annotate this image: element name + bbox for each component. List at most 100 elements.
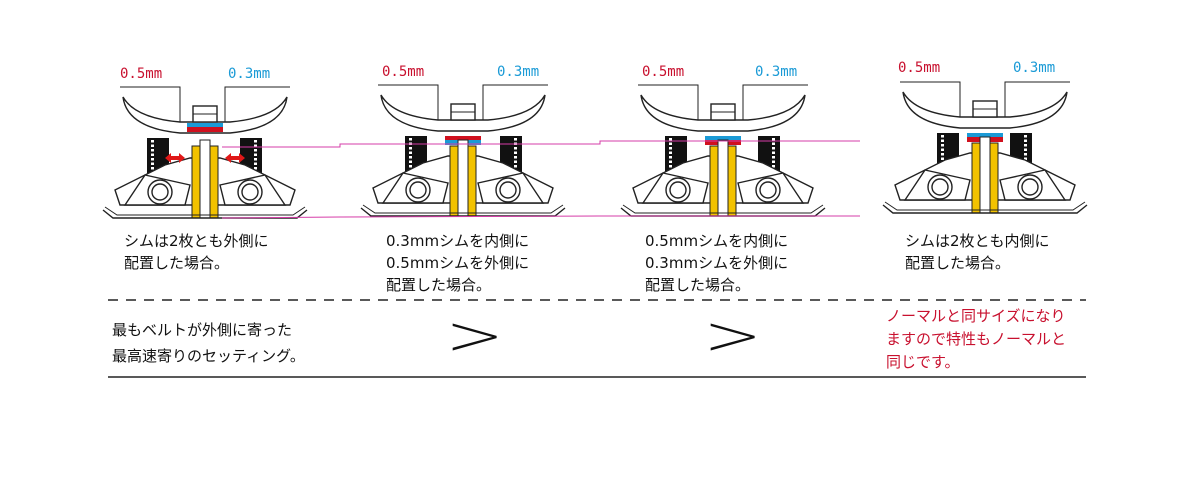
caption-3: 0.5mmシムを内側に 0.3mmシムを外側に 配置した場合。 [645, 230, 788, 296]
belt-cog [151, 158, 154, 161]
belt-cog [254, 140, 257, 143]
caption-line: 0.5mmシムを外側に [386, 254, 530, 272]
caption-line: 配置した場合。 [645, 276, 751, 294]
normal-equivalent-note: ノーマルと同サイズになり ますので特性もノーマルと 同じです。 [886, 305, 1066, 374]
belt-cog [254, 144, 257, 147]
caption-2: 0.3mmシムを内側に 0.5mmシムを外側に 配置した場合。 [386, 230, 529, 296]
note-line: ますので特性もノーマルと [886, 330, 1067, 348]
belt-cog [254, 153, 257, 156]
bearing-inner [1021, 178, 1039, 196]
collar-left [709, 145, 719, 217]
belt-cog [409, 147, 412, 150]
belt-cog [409, 156, 412, 159]
belt-cog [772, 151, 775, 154]
note-line: 最高速寄りのセッティング。 [112, 347, 305, 365]
belt-position-line [222, 140, 860, 148]
belt-cog [151, 144, 154, 147]
belt-cog [1024, 157, 1027, 160]
belt-cog [669, 156, 672, 159]
caption-line: シムは2枚とも内側に [905, 232, 1050, 250]
note-line: 最もベルトが外側に寄った [112, 321, 293, 339]
belt-cog [669, 165, 672, 168]
belt-cog [669, 138, 672, 141]
belt-cog [151, 149, 154, 152]
belt-cog [1024, 139, 1027, 142]
base-plate [882, 204, 1088, 214]
base-plate [622, 204, 824, 214]
belt-cog [409, 165, 412, 168]
belt-cog [1024, 153, 1027, 156]
bearing-inner [759, 181, 777, 199]
bearing-inner [669, 181, 687, 199]
caption-line: 配置した場合。 [905, 254, 1011, 272]
bearing-inner [241, 183, 259, 201]
caption-line: 配置した場合。 [386, 276, 492, 294]
collar-left [191, 145, 201, 219]
belt-cog [254, 149, 257, 152]
double-arrow-icon [165, 153, 185, 163]
belt-cog [669, 151, 672, 154]
belt-cog [772, 147, 775, 150]
belt-cog [772, 142, 775, 145]
belt-cog [514, 165, 517, 168]
label-0-3mm: 0.3mm [228, 66, 271, 82]
collar-right [727, 145, 737, 217]
belt-cog [151, 153, 154, 156]
upper-sheave [380, 94, 546, 132]
bearing-inner [409, 181, 427, 199]
belt-cog [409, 151, 412, 154]
belt-cog [772, 138, 775, 141]
shaft [199, 139, 211, 219]
note-line: 同じです。 [886, 353, 960, 371]
fastest-setting-note: 最もベルトが外側に寄った 最高速寄りのセッティング。 [112, 317, 305, 369]
leader-line [120, 86, 181, 125]
caption-line: 0.3mmシムを外側に [645, 254, 789, 272]
greater-than-symbol: > [703, 304, 763, 367]
shim-top [445, 136, 481, 140]
belt-cog [514, 138, 517, 141]
collar-right [209, 145, 219, 219]
caption-line: 0.5mmシムを内側に [645, 232, 789, 250]
belt-cog [409, 160, 412, 163]
leader-line [378, 84, 439, 123]
collar-right [989, 142, 999, 214]
belt-cog [254, 158, 257, 161]
belt-cog [941, 144, 944, 147]
belt-cog [151, 162, 154, 165]
belt-cog [941, 139, 944, 142]
belt-cog [514, 160, 517, 163]
caption-line: シムは2枚とも外側に [124, 232, 269, 250]
caption-4: シムは2枚とも内側に 配置した場合。 [905, 230, 1050, 274]
belt-cog [514, 156, 517, 159]
leader-line [224, 86, 290, 125]
collar-left [449, 145, 459, 217]
double-arrow-icon [225, 153, 245, 163]
upper-sheave [902, 91, 1068, 129]
label-0-3mm: 0.3mm [497, 64, 540, 80]
bearing-inner [499, 181, 517, 199]
greater-than-symbol: > [445, 304, 505, 367]
base-plate [362, 204, 564, 214]
belt-cog [669, 142, 672, 145]
shim-bottom [187, 127, 223, 132]
belt-cog [772, 156, 775, 159]
belt-cog [772, 160, 775, 163]
base-plate [104, 206, 306, 216]
label-0-5mm: 0.5mm [120, 66, 163, 82]
shim-top [187, 123, 223, 127]
base-plate [360, 207, 566, 217]
belt-cog [514, 151, 517, 154]
caption-1: シムは2枚とも外側に 配置した場合。 [124, 230, 269, 274]
belt-cog [1024, 148, 1027, 151]
bearing-inner [931, 178, 949, 196]
leader-line [1004, 81, 1070, 120]
caption-line: 0.3mmシムを内側に [386, 232, 530, 250]
collar-left [971, 142, 981, 214]
collar-right [467, 145, 477, 217]
shim-top [705, 136, 741, 140]
label-0-3mm: 0.3mm [755, 64, 798, 80]
belt-cog [409, 138, 412, 141]
leader-line [482, 84, 548, 123]
base-plate [102, 209, 308, 219]
